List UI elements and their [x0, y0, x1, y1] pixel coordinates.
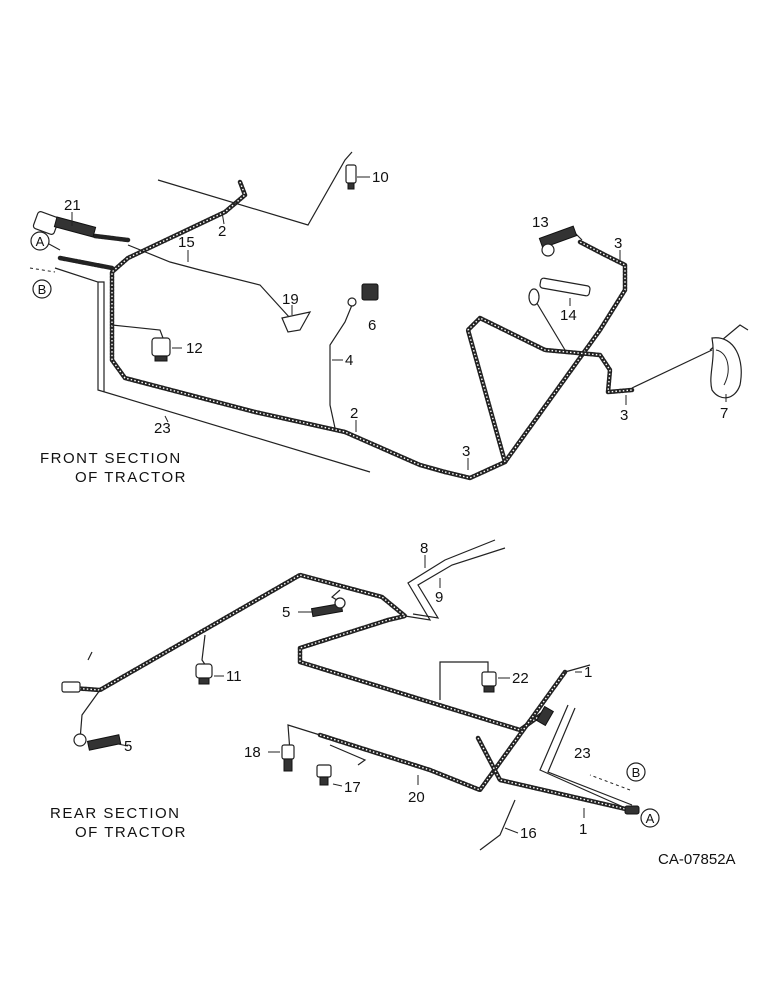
- rear-caption-line2: OF TRACTOR: [75, 824, 187, 841]
- wire-5b: [79, 689, 101, 741]
- ref-b-front: B: [29, 267, 56, 299]
- callout-1: 1: [584, 664, 592, 681]
- callout-6: 6: [368, 317, 376, 334]
- callout-4: 4: [345, 352, 353, 369]
- callout-18: 18: [244, 744, 261, 761]
- wire-4: [329, 304, 353, 429]
- callout-10: 10: [372, 169, 389, 186]
- wire-18-17: [287, 724, 321, 753]
- callout-1b: 1: [579, 821, 587, 838]
- callout-23: 23: [154, 420, 171, 437]
- callout-8: 8: [420, 540, 428, 557]
- callout-2: 2: [218, 223, 226, 240]
- sender-13: [538, 225, 578, 257]
- front-harness-3-loop: [465, 315, 635, 465]
- callout-15: 15: [178, 234, 195, 251]
- wire-15: [127, 244, 306, 323]
- callout-7: 7: [720, 405, 728, 422]
- switch-10: [345, 164, 357, 190]
- callout-3b: 3: [620, 407, 628, 424]
- front-callouts: 21 2 10 15 13 3 19 6 14 12 4 7 3: [64, 169, 728, 470]
- callout-21: 21: [64, 197, 81, 214]
- horn-7: [710, 337, 742, 399]
- callout-12: 12: [186, 340, 203, 357]
- callout-17: 17: [344, 779, 361, 796]
- svg-text:B: B: [38, 282, 47, 297]
- wire-23-front: [54, 267, 371, 473]
- switch-18: [281, 744, 295, 772]
- svg-text:B: B: [632, 765, 641, 780]
- front-caption-line1: FRONT SECTION: [40, 450, 182, 467]
- callout-13: 13: [532, 214, 549, 231]
- callout-23-rear: 23: [574, 745, 591, 762]
- wire-22: [439, 661, 489, 700]
- wire-8-9: [404, 539, 496, 621]
- callout-2b: 2: [350, 405, 358, 422]
- callout-9: 9: [435, 589, 443, 606]
- callout-5: 5: [282, 604, 290, 621]
- callout-3: 3: [614, 235, 622, 252]
- sender-14: [528, 277, 591, 306]
- switch-6: [347, 283, 379, 307]
- switch-22: [481, 671, 497, 693]
- rear-section: B A 8 9 5 11 1 22 5 18 23 17: [50, 539, 736, 868]
- wire-11: [201, 634, 207, 667]
- switch-11: [195, 663, 213, 685]
- callout-16: 16: [520, 825, 537, 842]
- front-harness-21: [92, 233, 131, 243]
- ref-b-rear: B: [589, 762, 646, 791]
- rear-caption-line1: REAR SECTION: [50, 805, 181, 822]
- callout-22: 22: [512, 670, 529, 687]
- ref-a-front: A: [30, 231, 61, 251]
- wire-14: [534, 299, 566, 351]
- switch-19: [281, 311, 312, 333]
- callout-14: 14: [560, 307, 577, 324]
- svg-text:A: A: [646, 811, 655, 826]
- wire-7: [631, 349, 713, 389]
- wire-23-rear: [539, 704, 631, 811]
- sender-5a: [310, 597, 346, 618]
- callout-20: 20: [408, 789, 425, 806]
- figure-code: CA-07852A: [658, 851, 736, 868]
- callout-19: 19: [282, 291, 299, 308]
- front-section: A B 21 2 10 15 13 3 19 6 14: [29, 151, 749, 486]
- switch-17: [316, 764, 332, 786]
- rear-callouts: 8 9 5 11 1 22 5 18 23 17 20 1 16: [117, 540, 592, 842]
- rear-harness-main: [69, 572, 548, 733]
- connector-21: [32, 211, 97, 238]
- front-caption-line2: OF TRACTOR: [75, 469, 187, 486]
- callout-5b: 5: [124, 738, 132, 755]
- sender-5b: [73, 733, 122, 751]
- wire-16: [479, 799, 516, 851]
- wire-10: [157, 151, 353, 226]
- connector-a-rear: [624, 805, 640, 815]
- front-harness-3: [442, 239, 628, 481]
- connector-1: [61, 681, 555, 727]
- front-harness-a-branch: [57, 255, 115, 271]
- ref-a-rear: A: [640, 808, 660, 828]
- callout-11: 11: [226, 668, 242, 685]
- svg-text:A: A: [36, 234, 45, 249]
- callout-3c: 3: [462, 443, 470, 460]
- rear-harness-20: [317, 669, 568, 793]
- sender-12: [151, 337, 171, 362]
